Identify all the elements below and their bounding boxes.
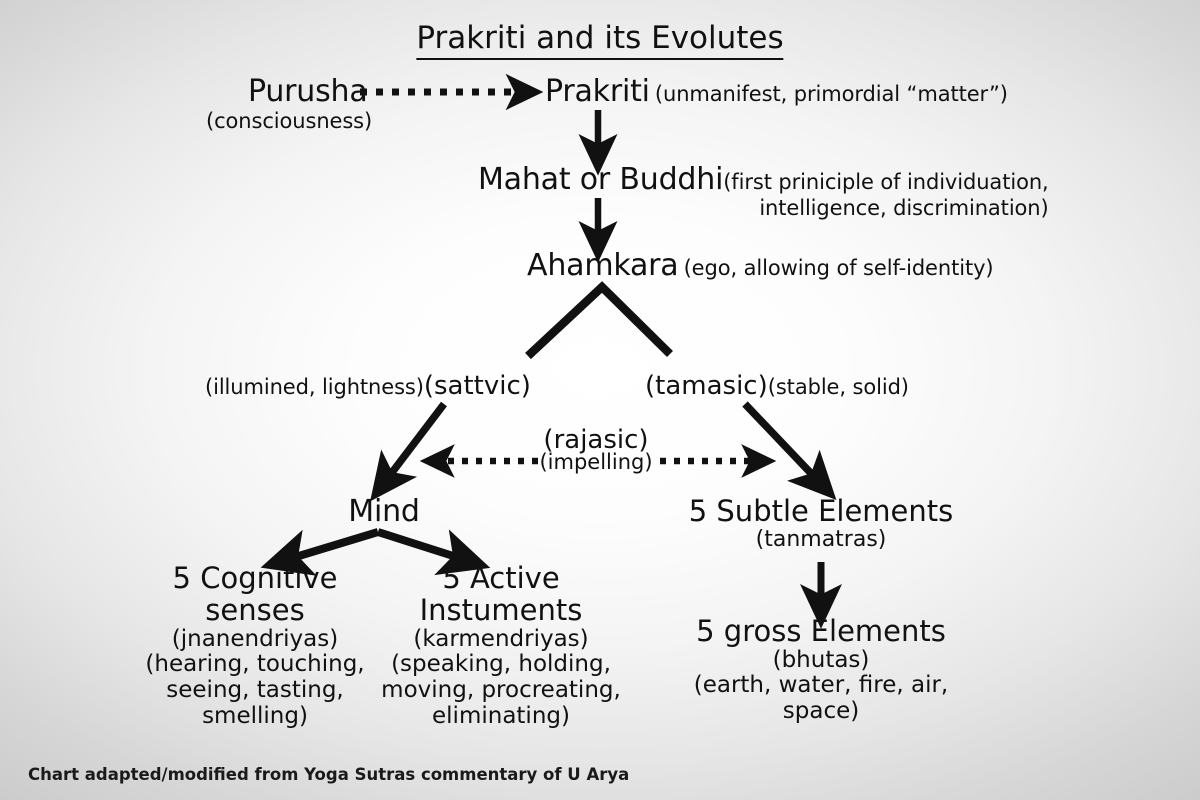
node-prakriti-gloss: (unmanifest, primordial “matter”) bbox=[654, 82, 1008, 106]
node-prakriti-label: Prakriti bbox=[545, 74, 650, 109]
node-ahamkara: Ahamkara (ego, allowing of self-identity… bbox=[527, 248, 994, 283]
node-active-instruments-gloss: (karmendriyas) bbox=[413, 625, 589, 652]
node-subtle-elements-gloss: (tanmatras) bbox=[755, 527, 887, 553]
node-gross-elements-label: 5 gross Elements bbox=[696, 614, 946, 648]
node-active-instruments-label: 5 Active Instuments bbox=[419, 561, 583, 628]
node-sattvic-gloss: (illumined, lightness) bbox=[205, 375, 424, 399]
node-cognitive-senses-label: 5 Cognitive senses bbox=[172, 561, 338, 628]
node-rajasic-gloss: (impelling) bbox=[539, 450, 653, 475]
edge-sattvic-to-mind bbox=[370, 401, 447, 502]
node-mind: Mind bbox=[348, 494, 420, 529]
node-mahat-buddhi: Mahat or Buddhi(first priniciple of indi… bbox=[478, 162, 1049, 221]
node-tamasic: (tamasic)(stable, solid) bbox=[645, 372, 909, 400]
node-subtle-elements: 5 Subtle Elements (tanmatras) bbox=[688, 494, 954, 553]
node-purusha-label: Purusha bbox=[248, 74, 368, 109]
node-gross-elements-gloss: (bhutas) bbox=[772, 646, 870, 673]
node-mahat-gloss-line2: intelligence, discrimination) bbox=[759, 196, 1049, 221]
node-rajasic: (rajasic) (impelling) bbox=[539, 426, 652, 474]
node-prakriti: Prakriti (unmanifest, primordial “matter… bbox=[545, 74, 1008, 109]
node-gross-elements-examples: (earth, water, fire, air, space) bbox=[693, 672, 949, 724]
node-purusha-gloss: (consciousness) bbox=[206, 109, 373, 134]
node-cognitive-senses-gloss: (jnanendriyas) bbox=[171, 625, 339, 652]
node-rajasic-label: (rajasic) bbox=[543, 425, 649, 455]
node-active-instruments-examples: (speaking, holding, moving, procreating,… bbox=[381, 651, 621, 729]
node-active-instruments: 5 Active Instuments (karmendriyas) (spea… bbox=[361, 562, 641, 729]
node-sattvic: (illumined, lightness)(sattvic) bbox=[205, 372, 531, 400]
edge-ahamkara-split bbox=[525, 281, 673, 360]
node-mahat-gloss-line1: (first priniciple of individuation, bbox=[723, 170, 1049, 194]
node-ahamkara-gloss: (ego, allowing of self-identity) bbox=[683, 256, 994, 280]
node-purusha: Purusha (consciousness) bbox=[206, 74, 372, 133]
node-tamasic-label: (tamasic) bbox=[645, 371, 768, 401]
edge-mind-to-active-instruments bbox=[376, 528, 491, 576]
node-sattvic-label: (sattvic) bbox=[423, 371, 531, 401]
node-gross-elements: 5 gross Elements (bhutas) (earth, water,… bbox=[681, 614, 961, 725]
node-tamasic-gloss: (stable, solid) bbox=[767, 375, 909, 399]
source-attribution: Chart adapted/modified from Yoga Sutras … bbox=[28, 765, 630, 784]
edge-tamasic-to-subtle-elements bbox=[742, 401, 837, 501]
chart-title: Prakriti and its Evolutes bbox=[416, 20, 784, 60]
node-ahamkara-label: Ahamkara bbox=[527, 248, 679, 283]
edge-mind-to-cognitive-senses bbox=[260, 528, 380, 576]
node-subtle-elements-label: 5 Subtle Elements bbox=[688, 494, 954, 528]
node-cognitive-senses-examples: (hearing, touching, seeing, tasting, sme… bbox=[145, 651, 365, 729]
node-cognitive-senses: 5 Cognitive senses (jnanendriyas) (heari… bbox=[125, 562, 385, 729]
node-mahat-label: Mahat or Buddhi bbox=[478, 162, 724, 197]
node-mind-label: Mind bbox=[348, 494, 420, 529]
